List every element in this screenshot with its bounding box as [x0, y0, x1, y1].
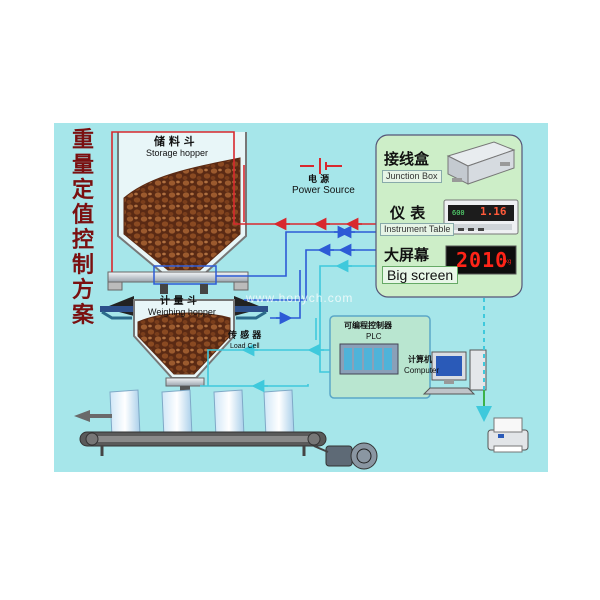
computer-label-en: Computer [404, 366, 440, 375]
junction-box-label-en: Junction Box [382, 170, 442, 183]
conveyor-belt [74, 410, 327, 456]
bags [109, 389, 295, 439]
power-source-label-cn: 电 源 [308, 175, 330, 185]
title-char: 量 [71, 152, 94, 178]
instrument-label-cn: 仪 表 [390, 204, 426, 222]
title-char: 案 [71, 302, 94, 328]
big-screen-label-en: Big screen [382, 266, 459, 284]
junction-box [446, 141, 516, 185]
weighing-hopper [133, 299, 235, 394]
left-load-cell [100, 306, 136, 312]
computer-device [422, 349, 487, 395]
power-source-label-en: Power Source [292, 185, 355, 196]
blue-signal-lines [216, 225, 378, 325]
weighing-hopper-label-cn: 计 量 斗 [160, 296, 197, 307]
title-char: 重 [71, 127, 94, 153]
storage-gate [107, 265, 249, 294]
title-char: 控 [71, 227, 94, 253]
big-screen-unit: kg [505, 259, 512, 265]
computer-label-cn: 计算机 [408, 355, 432, 364]
red-signal-lines [111, 131, 378, 272]
weighing-hopper-label-en: Weighing hopper [148, 307, 216, 317]
load-cell-label-en: Load Cell [230, 343, 260, 350]
instrument-display: 1.16 [480, 205, 507, 218]
plc-label-en: PLC [366, 332, 382, 341]
power-source-symbol [300, 158, 342, 174]
junction-box-label-cn: 接线盒 [384, 150, 430, 168]
big-screen-display: 2010 [456, 248, 509, 272]
title-char: 定 [71, 177, 94, 203]
plc-device [329, 315, 431, 399]
title-char: 制 [71, 252, 94, 278]
title-char: 方 [71, 277, 94, 303]
storage-hopper-label-cn: 储 料 斗 [154, 135, 195, 148]
printer-device [487, 417, 529, 453]
right-load-cell [232, 306, 268, 312]
plc-label-cn: 可编程控制器 [344, 321, 392, 330]
instrument-label-en: Instrument Table [380, 223, 455, 236]
conveyor-motor [313, 442, 378, 470]
watermark: www.honych.com [246, 291, 354, 305]
storage-hopper-label-en: Storage hopper [146, 148, 209, 158]
title-char: 值 [71, 202, 94, 228]
big-screen-label-cn: 大屏幕 [384, 246, 430, 264]
load-cell-label-cn: 传 感 器 [228, 331, 262, 341]
instrument-device [443, 199, 519, 235]
instrument-display-small: 600 [452, 209, 465, 217]
diagram-title: 重 量 定 值 控 制 方 案 [66, 128, 100, 328]
